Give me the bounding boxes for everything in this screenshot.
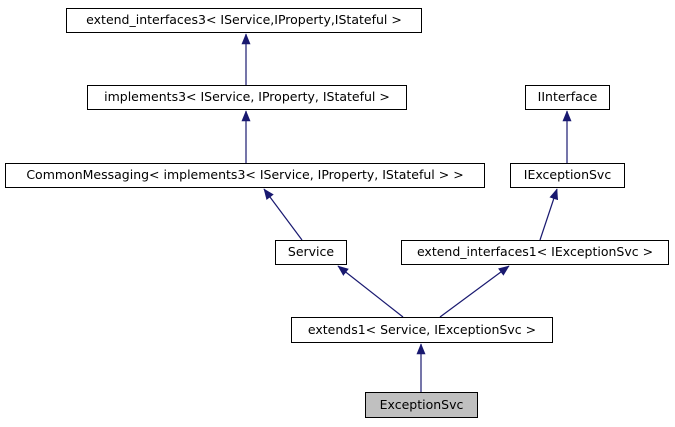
node-exceptionsvc-current: ExceptionSvc xyxy=(365,392,478,418)
inheritance-arrow-extend-interfaces1-to-iexceptionsvc xyxy=(539,188,559,241)
inheritance-arrow-service-to-commonmessaging xyxy=(263,188,303,241)
node-service[interactable]: Service xyxy=(275,240,347,265)
inheritance-arrow-extends1-to-extend-interfaces1 xyxy=(439,265,510,318)
node-iinterface[interactable]: IInterface xyxy=(525,85,610,110)
inheritance-arrow-extends1-to-service xyxy=(337,265,404,318)
node-extend-interfaces3[interactable]: extend_interfaces3< IService,IProperty,I… xyxy=(66,8,422,33)
node-extends1[interactable]: extends1< Service, IExceptionSvc > xyxy=(291,317,553,343)
node-iexceptionsvc[interactable]: IExceptionSvc xyxy=(510,163,625,188)
node-extend-interfaces1[interactable]: extend_interfaces1< IExceptionSvc > xyxy=(401,240,669,265)
node-implements3[interactable]: implements3< IService, IProperty, IState… xyxy=(87,85,407,110)
node-commonmessaging[interactable]: CommonMessaging< implements3< IService, … xyxy=(5,163,485,188)
